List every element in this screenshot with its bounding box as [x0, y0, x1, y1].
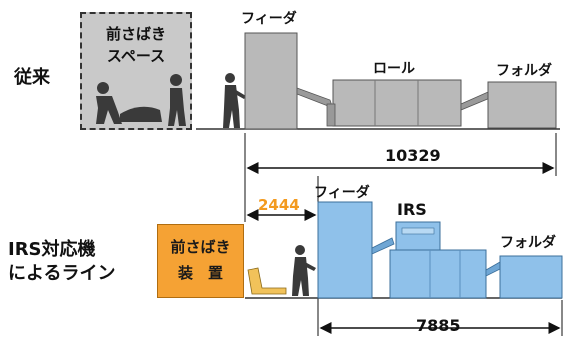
folder-label-bottom: フォルダ [500, 235, 556, 251]
row-label-conventional: 従来 [14, 67, 50, 88]
prep-space-label-1: 前さばき [105, 25, 166, 43]
prep-device-box: 前さばき 装 置 [157, 224, 244, 298]
bottom-line-length: 7885 [416, 316, 461, 335]
prep-device-label-1: 前さばき [170, 238, 231, 256]
irs-base-unit [389, 249, 487, 299]
feeder-top [244, 32, 298, 130]
prep-space-area: 前さばき スペース [80, 12, 192, 130]
roll-machine-top [332, 79, 462, 127]
roll-label-top: ロール [373, 61, 415, 77]
folder-bottom [499, 255, 563, 299]
operator-top [223, 73, 246, 128]
prep-space-label-2: スペース [106, 47, 166, 65]
row-label-irs-line-1: IRS対応機 [8, 239, 96, 260]
folder-label-top: フォルダ [496, 63, 552, 79]
folder-top [487, 81, 557, 129]
feeder-bottom [317, 201, 373, 299]
feeder-label-bottom: フィーダ [314, 185, 370, 201]
operator-bottom [292, 245, 316, 296]
feeder-label-top: フィーダ [241, 11, 297, 27]
row-label-irs-line-2: によるライン [8, 263, 116, 284]
irs-label: IRS [397, 200, 427, 219]
prep-device-label-2: 装 置 [177, 264, 223, 282]
gap-length: 2444 [258, 196, 300, 214]
irs-top-unit [395, 221, 441, 253]
top-line-length: 10329 [385, 146, 441, 165]
